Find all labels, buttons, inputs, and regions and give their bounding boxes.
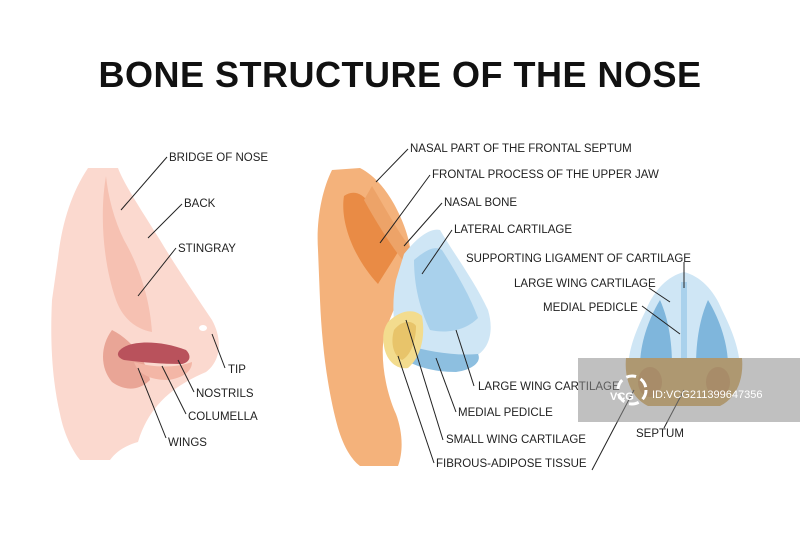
tip-highlight [199, 325, 207, 331]
label-nostrils: NOSTRILS [196, 388, 254, 400]
external-nose-highlight [102, 176, 152, 332]
columella-shape [134, 362, 192, 380]
label-wings: WINGS [168, 437, 207, 449]
label-tip: TIP [228, 364, 246, 376]
watermark-logo-icon [616, 374, 648, 406]
label-nasal-part-frontal-septum: NASAL PART OF THE FRONTAL SEPTUM [410, 143, 632, 155]
nasal-bone [364, 186, 412, 262]
page-title: BONE STRUCTURE OF THE NOSE [98, 54, 701, 95]
external-nose-illustration [51, 168, 219, 460]
frontal-large-wing-left [640, 300, 672, 366]
nostril-shape [117, 342, 190, 364]
watermark: VCG ID:VCG211399647356 [578, 358, 800, 422]
label-bridge-of-nose: BRIDGE OF NOSE [169, 152, 268, 164]
label-supporting-ligament: SUPPORTING LIGAMENT OF CARTILAGE [466, 253, 691, 265]
label-fibrous-adipose-tissue: FIBROUS-ADIPOSE TISSUE [436, 458, 587, 470]
label-stingray: STINGRAY [178, 243, 236, 255]
watermark-box [578, 358, 800, 422]
label-small-wing-cartilage: SMALL WING CARTILAGE [446, 434, 586, 446]
lateral-cartilage-shade [414, 248, 478, 332]
cross-section-illustration [317, 168, 491, 466]
label-lateral-cartilage: LATERAL CARTILAGE [454, 224, 572, 236]
frontal-process [343, 192, 398, 284]
right-labels: SUPPORTING LIGAMENT OF CARTILAGE LARGE W… [466, 253, 691, 440]
frontal-large-wing-right [696, 300, 728, 366]
middle-leader-lines [375, 148, 475, 464]
left-labels: BRIDGE OF NOSE BACK STINGRAY TIP NOSTRIL… [168, 152, 268, 449]
label-nasal-bone: NASAL BONE [444, 197, 517, 209]
large-wing-cartilage [402, 344, 479, 372]
middle-labels: NASAL PART OF THE FRONTAL SEPTUM FRONTAL… [410, 143, 659, 470]
small-wing-cartilage [392, 321, 416, 360]
label-large-wing-cartilage-right: LARGE WING CARTILAGE [514, 278, 656, 290]
left-leader-lines [120, 156, 226, 439]
label-columella: COLUMELLA [188, 411, 258, 423]
frontal-septum-stripe [681, 282, 687, 370]
watermark-brand: VCG [610, 391, 634, 403]
label-back: BACK [184, 198, 216, 210]
label-septum: SEPTUM [636, 428, 684, 440]
label-frontal-process-upper-jaw: FRONTAL PROCESS OF THE UPPER JAW [432, 169, 659, 181]
label-medial-pedicle-right: MEDIAL PEDICLE [543, 302, 638, 314]
label-medial-pedicle-middle: MEDIAL PEDICLE [458, 407, 553, 419]
watermark-id: ID:VCG211399647356 [652, 389, 763, 401]
